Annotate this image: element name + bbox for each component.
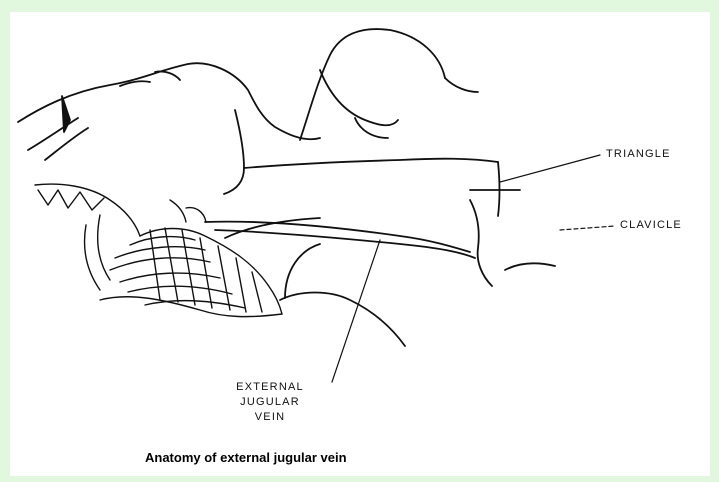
label-line: EXTERNAL	[210, 380, 330, 395]
shoulder-outline	[300, 29, 478, 140]
label-line: JUGULAR	[210, 395, 330, 410]
jaw-outline	[224, 110, 498, 194]
neck-structures	[205, 162, 555, 346]
label-clavicle: CLAVICLE	[620, 219, 682, 231]
label-triangle: TRIANGLE	[606, 148, 671, 160]
label-external-jugular-vein: EXTERNAL JUGULAR VEIN	[210, 380, 330, 425]
figure-caption: Anatomy of external jugular vein	[145, 450, 347, 465]
triangle-leader	[500, 155, 600, 182]
label-line: VEIN	[210, 410, 330, 425]
sternocleidomastoid-hatching	[35, 184, 282, 317]
clavicle-leader	[560, 226, 615, 230]
vein-leader	[332, 240, 380, 382]
label-leader-lines	[332, 155, 615, 382]
head-outline	[18, 63, 320, 160]
